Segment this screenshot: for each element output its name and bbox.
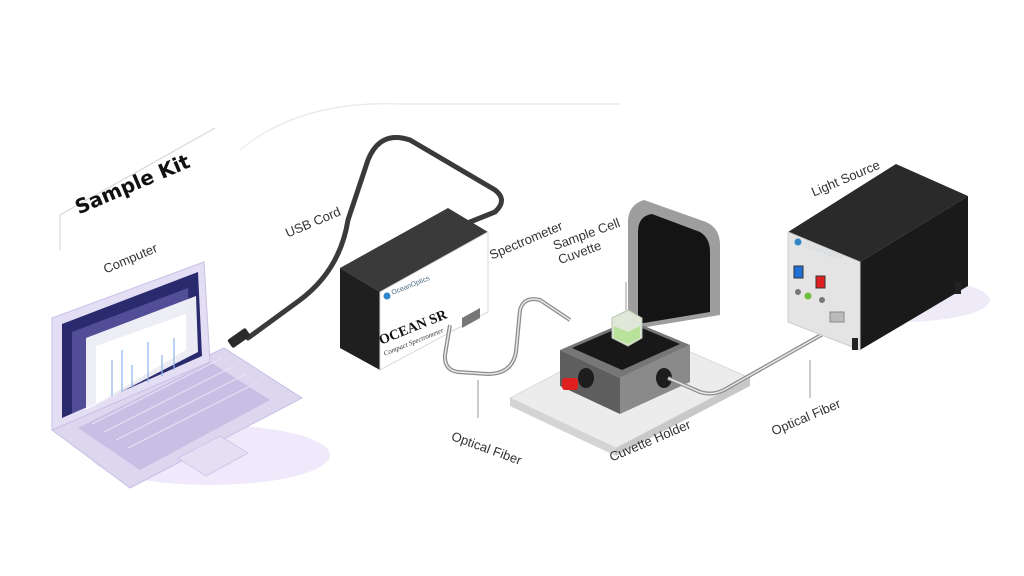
- light-source: [787, 164, 990, 351]
- blue-switch: [793, 265, 804, 279]
- red-knob: [562, 378, 578, 390]
- laptop-touchpad: [177, 435, 250, 477]
- red-switch: [815, 275, 826, 289]
- laptop-keyboard: [78, 362, 270, 470]
- spectrometer: [340, 208, 489, 371]
- laptop: [51, 261, 330, 489]
- title-card-curve: [239, 103, 620, 151]
- fiber-connector: [829, 311, 845, 323]
- ocean-optics-logo-light: [794, 238, 802, 246]
- title-card-outline: [59, 127, 216, 250]
- usb-cord: [245, 135, 504, 341]
- cuvette-holder: [560, 200, 720, 414]
- spectrometer-front-face: [379, 231, 489, 371]
- ocean-optics-logo: [383, 292, 391, 300]
- green-led: [804, 292, 812, 300]
- usb-plug: [227, 328, 251, 348]
